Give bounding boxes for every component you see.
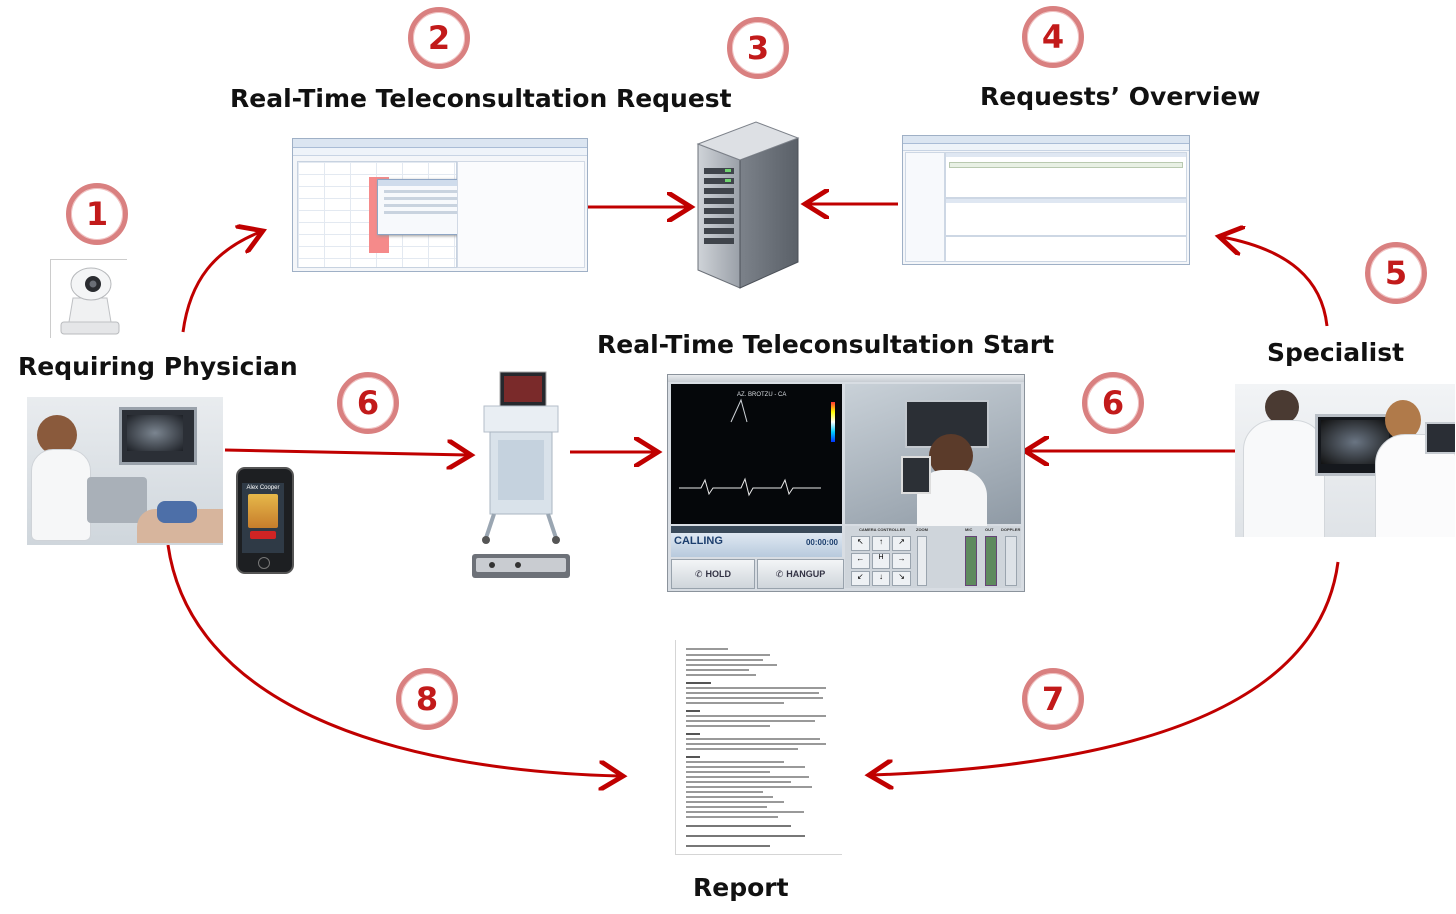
arrow-physician-to-request xyxy=(181,232,260,333)
pan-down-button[interactable]: ↓ xyxy=(871,570,891,586)
requiring-physician-label: Requiring Physician xyxy=(18,352,298,381)
step-badge-1: 1 xyxy=(66,183,128,245)
echo-caller-name: AZ. BROTZU - CA xyxy=(737,392,787,398)
pan-up-right-button[interactable]: ↗ xyxy=(892,536,911,552)
server-icon xyxy=(696,121,800,289)
pan-down-left-button[interactable]: ↙ xyxy=(851,570,870,586)
ptz-pad[interactable]: ↖ ↑ ↗ ← H → ↙ ↓ ↘ xyxy=(851,536,911,586)
pan-up-left-button[interactable]: ↖ xyxy=(851,536,870,552)
step-badge-7: 7 xyxy=(1022,668,1084,730)
call-window: AZ. BROTZU - CA CALLING 00:00:00 ✆ HOLD … xyxy=(667,374,1025,592)
hold-button[interactable]: ✆ HOLD xyxy=(671,559,755,589)
ptz-camera-icon xyxy=(60,267,120,335)
specialist-label: Specialist xyxy=(1267,338,1405,367)
specialist-photo xyxy=(1235,384,1455,537)
hold-label: HOLD xyxy=(705,569,732,579)
mic-label: MIC xyxy=(965,527,973,532)
overview-label: Requests’ Overview xyxy=(980,82,1261,111)
step-badge-4: 4 xyxy=(1022,6,1084,68)
echo-waveform xyxy=(679,398,821,497)
ultrasound-machine-icon xyxy=(472,371,570,578)
smartphone: Alex Cooper xyxy=(236,467,294,574)
call-status-text: CALLING xyxy=(674,535,723,547)
arrow-specialist-to-report xyxy=(872,561,1340,775)
start-label: Real-Time Teleconsultation Start xyxy=(597,330,1055,359)
mic-slider[interactable] xyxy=(965,536,977,586)
phone-contact-name: Alex Cooper xyxy=(246,485,280,491)
out-label: OUT xyxy=(985,527,994,532)
arrow-physician-to-report xyxy=(166,544,620,776)
pan-left-button[interactable]: ← xyxy=(851,553,870,569)
doppler-label: DOPPLER xyxy=(1001,527,1021,532)
call-timer: 00:00:00 xyxy=(805,538,838,547)
doppler-slider[interactable] xyxy=(1005,536,1017,586)
pan-home-button[interactable]: H xyxy=(871,553,891,569)
step-badge-5: 5 xyxy=(1365,242,1427,304)
request-screenshot xyxy=(292,138,588,272)
echo-image: AZ. BROTZU - CA xyxy=(671,384,842,524)
hangup-button[interactable]: ✆ HANGUP xyxy=(757,559,844,589)
camera-controller-label: CAMERA CONTROLLER xyxy=(859,527,906,532)
pan-up-button[interactable]: ↑ xyxy=(871,536,891,552)
overview-screenshot xyxy=(902,135,1190,265)
camera-controller-panel: CAMERA CONTROLLER ZOOM MIC OUT DOPPLER ↖… xyxy=(845,526,1021,588)
step-badge-3: 3 xyxy=(727,17,789,79)
arrow-specialist-to-overview xyxy=(1222,237,1329,327)
step-badge-6-left: 6 xyxy=(337,372,399,434)
request-label: Real-Time Teleconsultation Request xyxy=(230,84,732,113)
step-badge-6-right: 6 xyxy=(1082,372,1144,434)
hangup-label: HANGUP xyxy=(786,569,826,579)
step-badge-8: 8 xyxy=(396,668,458,730)
pan-down-right-button[interactable]: ↘ xyxy=(892,570,911,586)
arrow-physician-to-ultrasound xyxy=(224,450,468,455)
video-feed xyxy=(845,384,1021,526)
zoom-slider[interactable] xyxy=(917,536,927,586)
step-badge-2: 2 xyxy=(408,7,470,69)
report-label: Report xyxy=(693,873,789,902)
requiring-physician-photo xyxy=(27,397,223,545)
report-document xyxy=(675,640,842,855)
phone-icon: ✆ xyxy=(694,568,703,579)
phone-icon: ✆ xyxy=(775,568,784,579)
zoom-label: ZOOM xyxy=(916,527,928,532)
pan-right-button[interactable]: → xyxy=(892,553,911,569)
out-slider[interactable] xyxy=(985,536,997,586)
camera-photo xyxy=(50,259,127,338)
